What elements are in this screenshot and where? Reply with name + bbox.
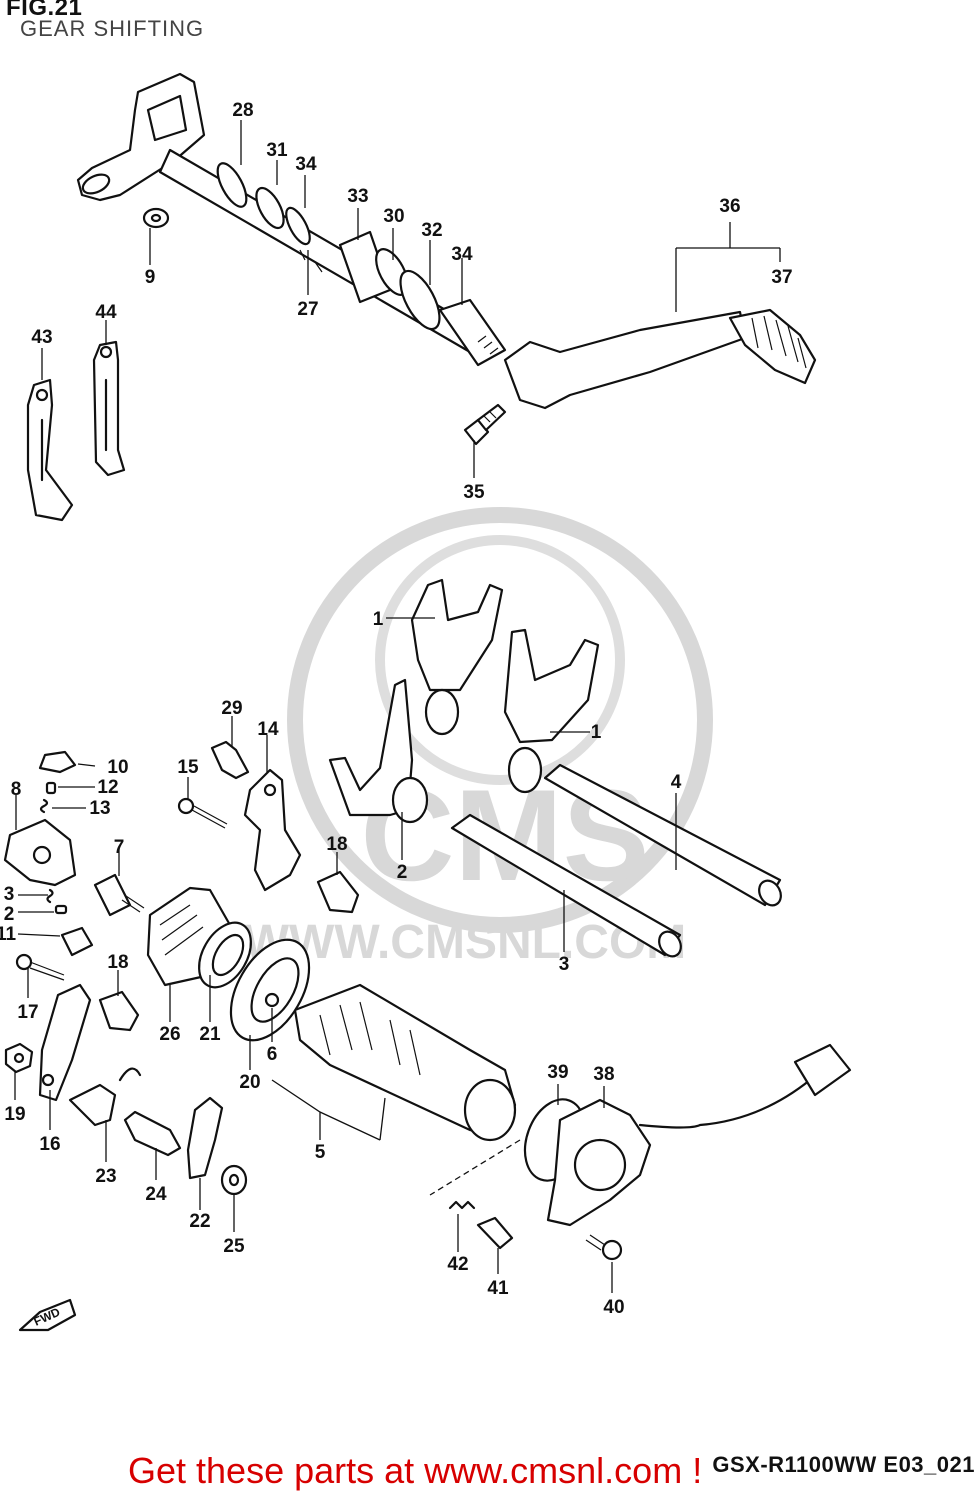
callout-19: 19 (4, 1104, 25, 1125)
cam-stopper-16 (38, 983, 92, 1102)
pin-41 (476, 1216, 514, 1250)
pawl-11 (60, 926, 94, 957)
shift-fork-1-upper (410, 578, 504, 736)
promo-banner[interactable]: Get these parts at www.cmsnl.com ! (128, 1450, 703, 1491)
callout-26: 26 (159, 1024, 180, 1045)
switch-24 (123, 1110, 182, 1157)
callout-2a: 2 (397, 862, 408, 883)
pin-6 (264, 992, 280, 1008)
fwd-arrow: FWD (18, 1298, 77, 1332)
gearshift-lever-36 (503, 308, 817, 410)
cam-guide-8 (3, 818, 77, 887)
cam-stopper-plate-14 (243, 768, 302, 892)
spring-23 (68, 1067, 142, 1127)
callout-35: 35 (463, 482, 485, 503)
callout-16: 16 (39, 1134, 60, 1155)
callouts: 1 1 2 2 3 3 4 5 6 7 8 9 10 11 12 13 14 1… (0, 100, 793, 1318)
callout-44: 44 (95, 302, 117, 323)
leader-lines (14, 120, 781, 1293)
spring-42 (448, 1200, 476, 1210)
callout-21: 21 (199, 1024, 221, 1045)
callout-29: 29 (221, 698, 242, 719)
callout-43: 43 (31, 327, 52, 348)
stopper-pin-7 (93, 873, 145, 917)
callout-4: 4 (671, 772, 682, 793)
callout-2b: 2 (4, 904, 15, 925)
nut-19 (4, 1042, 34, 1074)
callout-1b: 1 (591, 722, 602, 743)
fork-shaft-4 (543, 763, 782, 907)
callout-17: 17 (17, 1002, 38, 1023)
callout-6: 6 (267, 1044, 278, 1065)
callout-9: 9 (145, 267, 156, 288)
callout-38: 38 (593, 1064, 614, 1085)
callout-37: 37 (771, 267, 792, 288)
callout-24: 24 (145, 1184, 167, 1205)
callout-12: 12 (97, 777, 118, 798)
pin-12 (45, 781, 57, 795)
callout-25: 25 (223, 1236, 245, 1257)
callout-20: 20 (239, 1072, 260, 1093)
bolt-17 (15, 953, 65, 981)
shift-fork-2 (328, 678, 429, 824)
assembly-line (429, 1139, 521, 1196)
callout-34b: 34 (451, 244, 473, 265)
callout-30: 30 (383, 206, 404, 227)
screw-15 (177, 797, 228, 829)
callout-13: 13 (89, 798, 110, 819)
callout-33: 33 (347, 186, 368, 207)
bushing-18-upper (316, 870, 360, 914)
callout-31: 31 (266, 140, 288, 161)
shift-plate-43 (26, 378, 74, 522)
bushing-18-lower (98, 990, 140, 1032)
shift-fork-1-lower (503, 628, 600, 794)
callout-28: 28 (232, 100, 253, 121)
cam-stopper-22 (186, 1096, 224, 1180)
callout-34a: 34 (295, 154, 317, 175)
fork-shaft-3 (450, 813, 682, 958)
callout-39: 39 (547, 1062, 568, 1083)
pin-2-small (54, 904, 68, 915)
washer-9 (142, 207, 170, 229)
screw-40 (585, 1234, 623, 1261)
callout-18a: 18 (326, 834, 347, 855)
callout-27: 27 (297, 299, 318, 320)
callout-7: 7 (114, 837, 125, 858)
callout-5: 5 (315, 1142, 326, 1163)
callout-23: 23 (95, 1166, 116, 1187)
callout-10: 10 (107, 757, 128, 778)
gearshift-shaft-assembly (76, 72, 507, 367)
gearshift-cam-5 (293, 983, 517, 1142)
callout-41: 41 (487, 1278, 509, 1299)
callout-42: 42 (447, 1254, 468, 1275)
spring-13 (39, 798, 49, 814)
spring-3-small (46, 888, 54, 904)
callout-15: 15 (177, 757, 199, 778)
washer-25 (220, 1164, 248, 1196)
stud-29 (210, 740, 250, 780)
cam-stopper-plate-20 (229, 938, 311, 1042)
watermark: CMS WWW.CMSNL.COM (244, 507, 713, 969)
callout-8: 8 (11, 779, 22, 800)
figure-number: FIG.21 (6, 0, 83, 21)
pawl-10 (38, 750, 77, 774)
callout-36: 36 (719, 196, 740, 217)
figure-title: GEAR SHIFTING (20, 16, 205, 41)
callout-3b: 3 (4, 884, 15, 905)
callout-14: 14 (257, 719, 279, 740)
callout-18b: 18 (107, 952, 128, 973)
callout-32: 32 (421, 220, 442, 241)
callout-22: 22 (189, 1211, 210, 1232)
bearing-21 (198, 921, 252, 989)
gear-position-switch-38 (546, 1043, 852, 1227)
shift-plate-44 (92, 340, 126, 477)
bolt-35 (463, 403, 507, 446)
callout-11: 11 (0, 924, 16, 945)
model-code: GSX-R1100WW E03_021 (712, 1452, 975, 1477)
callout-1a: 1 (373, 609, 384, 630)
callout-3a: 3 (559, 954, 570, 975)
callout-40: 40 (603, 1297, 624, 1318)
